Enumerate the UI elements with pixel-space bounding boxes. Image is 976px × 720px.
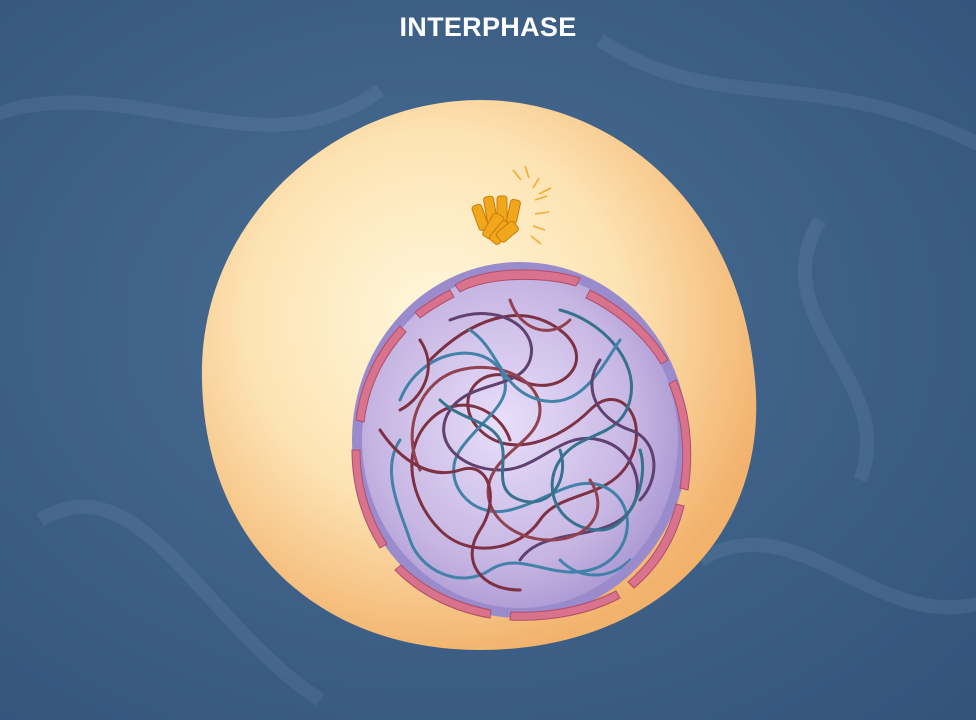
background-texture — [0, 34, 976, 706]
nuclear-envelope — [351, 269, 692, 621]
chromatin — [378, 298, 656, 592]
page-title: INTERPHASE — [399, 12, 577, 42]
centrosome-icon — [471, 165, 552, 245]
nucleoplasm — [362, 272, 678, 608]
